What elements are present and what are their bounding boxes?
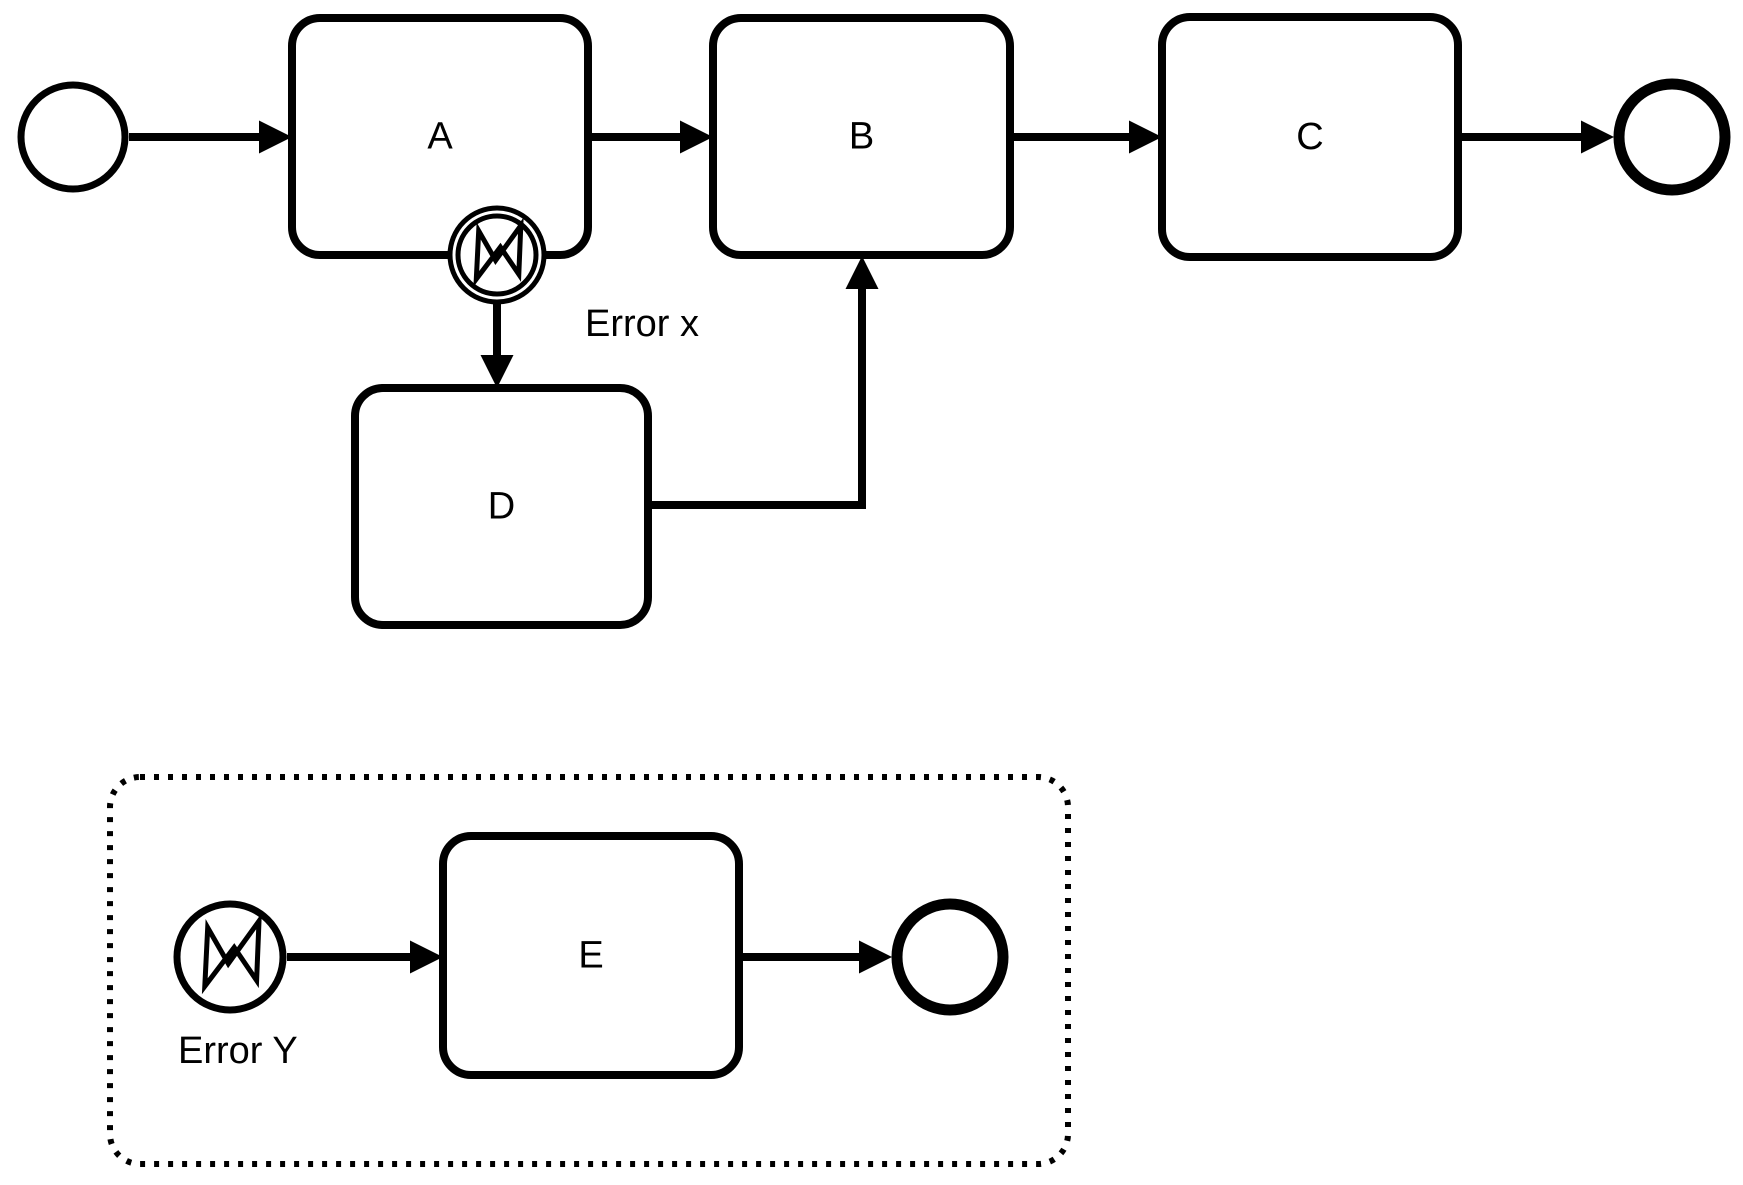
end-event-subprocess-circle (891, 898, 1009, 1016)
task-b[interactable]: B (709, 14, 1014, 259)
flow-d-to-b-arrowhead-icon (845, 256, 879, 289)
label-error-x: Error x (585, 303, 699, 345)
task-d-shape (351, 384, 652, 629)
end-event-main-circle (1613, 78, 1731, 196)
flow-e-to-end-arrowhead-icon (859, 940, 892, 974)
flow-d-to-b-line (648, 289, 866, 509)
flow-d-to-b[interactable] (648, 256, 879, 509)
event-subprocess-container[interactable] (107, 774, 1071, 1167)
flow-b-to-c[interactable] (1010, 120, 1162, 154)
event-subprocess-border (107, 774, 1071, 1167)
task-a-label: A (427, 116, 453, 158)
flow-errory-to-e-arrowhead-icon (410, 940, 443, 974)
flow-errory-to-e[interactable] (287, 940, 443, 974)
end-event-subprocess[interactable] (891, 898, 1009, 1016)
boundary-error-event[interactable] (447, 205, 547, 305)
task-c-label: C (1296, 116, 1323, 158)
task-c-shape (1158, 13, 1462, 261)
flow-c-to-end[interactable] (1458, 120, 1614, 154)
label-error-y: Error Y (178, 1030, 298, 1072)
task-e-shape (439, 832, 743, 1079)
start-event-circle (17, 81, 129, 193)
start-event[interactable] (17, 81, 129, 193)
flow-a-to-b-arrowhead-icon (680, 120, 713, 154)
task-c[interactable]: C (1158, 13, 1462, 261)
task-b-shape (709, 14, 1014, 259)
error-start-event[interactable] (173, 900, 287, 1014)
task-e[interactable]: E (439, 832, 743, 1079)
task-d[interactable]: D (351, 384, 652, 629)
end-event-main[interactable] (1613, 78, 1731, 196)
boundary-error-event-inner-circle (455, 213, 539, 297)
flow-a-to-b[interactable] (588, 120, 713, 154)
flow-c-to-end-arrowhead-icon (1581, 120, 1614, 154)
flow-b-to-c-arrowhead-icon (1129, 120, 1162, 154)
task-d-label: D (488, 486, 515, 528)
error-lightning-icon (473, 217, 524, 287)
task-b-label: B (849, 116, 874, 158)
flow-boundary-to-d-arrowhead-icon (480, 355, 514, 388)
task-a-shape (288, 14, 592, 259)
task-a[interactable]: A (288, 14, 592, 259)
task-e-label: E (578, 935, 603, 977)
flow-start-to-a[interactable] (129, 120, 292, 154)
flow-boundary-to-d[interactable] (480, 303, 514, 388)
flow-e-to-end[interactable] (739, 940, 892, 974)
error-lightning-icon (201, 912, 262, 995)
flow-start-to-a-arrowhead-icon (259, 120, 292, 154)
